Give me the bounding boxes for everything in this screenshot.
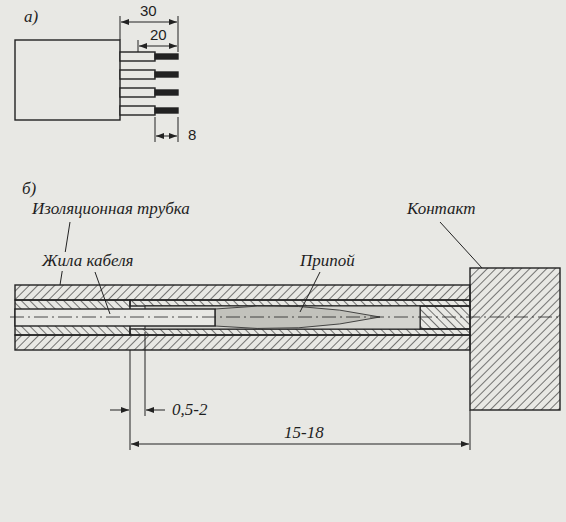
part-name: Контакт (405, 200, 478, 219)
dimension: 8 (186, 127, 198, 144)
dimension: 15-18 (282, 424, 326, 443)
part-name: Изоляционная трубка (30, 200, 192, 219)
dimension: 0,5-2 (170, 401, 209, 420)
wire (120, 52, 178, 115)
dimension: 20 (148, 27, 169, 44)
dimension: 30 (138, 3, 159, 20)
part-name: Жила кабеля (40, 252, 135, 271)
part-letter: б) (20, 180, 38, 199)
part-name: Припой (298, 252, 357, 271)
part-letter: а) (22, 8, 40, 27)
